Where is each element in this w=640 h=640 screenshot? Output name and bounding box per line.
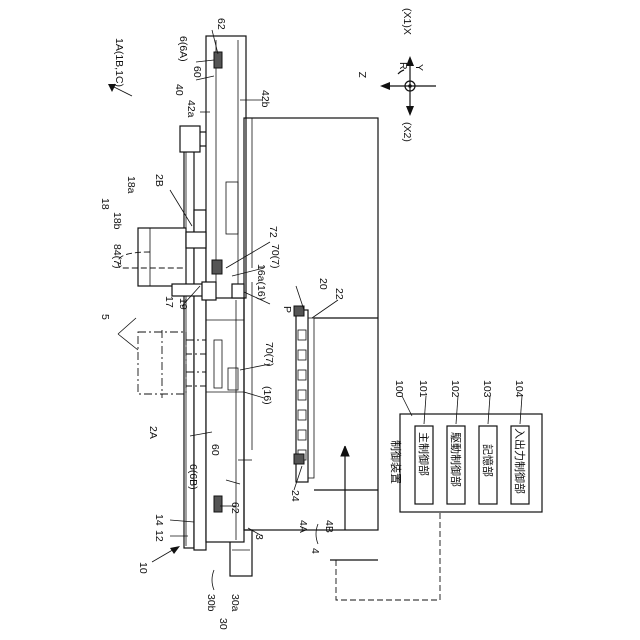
- label-62-bottom: 62: [229, 502, 241, 514]
- label-18b: 18b: [111, 212, 123, 230]
- unit-101-label: 主制御部: [417, 432, 431, 476]
- axis-z: Z: [357, 71, 369, 78]
- label-22: 22: [333, 288, 345, 300]
- axis-indicator: Z R Y (X1)X (X2): [357, 8, 436, 142]
- unit-104-label: 入出力制御部: [513, 428, 527, 494]
- axis-x1: (X1)X: [401, 8, 413, 35]
- unit-100-ref: 100: [393, 380, 405, 398]
- unit-101-ref: 101: [417, 380, 429, 398]
- label-6B: 6(6B): [187, 464, 199, 490]
- label-20: 20: [317, 278, 329, 290]
- label-10: 10: [137, 562, 149, 574]
- label-3: 3: [253, 534, 265, 540]
- label-60-top: 60: [191, 66, 203, 78]
- label-4: 4: [309, 548, 321, 554]
- label-84: 84(7): [111, 244, 123, 269]
- label-5: 5: [99, 314, 111, 320]
- label-2B: 2B: [153, 174, 165, 187]
- label-60-bottom: 60: [209, 444, 221, 456]
- label-72: 72: [267, 226, 279, 238]
- unit-102-ref: 102: [449, 380, 461, 398]
- label-16: (16): [261, 386, 273, 405]
- label-30: 30: [217, 618, 229, 630]
- label-4A: 4A: [297, 520, 309, 533]
- label-42b: 42b: [259, 90, 271, 108]
- label-1A: 1A(1B,1C): [113, 38, 125, 87]
- unit-102-label: 駆動制御部: [449, 432, 463, 487]
- label-18: 18: [99, 198, 111, 210]
- label-70-mid: 70(7): [263, 342, 275, 367]
- unit-103-ref: 103: [481, 380, 493, 398]
- axis-x2: (X2): [401, 122, 413, 142]
- label-42a: 42a: [185, 100, 197, 118]
- label-30a: 30a: [229, 594, 241, 612]
- axis-y: Y: [413, 64, 425, 71]
- label-19: 19: [177, 298, 189, 310]
- label-18a: 18a: [125, 176, 137, 194]
- controller-title: 制御装置: [389, 440, 403, 484]
- label-62-top: 62: [215, 18, 227, 30]
- label-30b: 30b: [205, 594, 217, 612]
- label-17: 17: [163, 296, 175, 308]
- unit-104-ref: 104: [513, 380, 525, 398]
- label-2A: 2A: [147, 426, 159, 439]
- label-12: 12: [153, 530, 165, 542]
- unit-103-label: 記憶部: [481, 444, 495, 477]
- label-16a: 16a(16): [255, 264, 267, 300]
- axis-r: R: [397, 62, 409, 70]
- machine-structure: [118, 36, 378, 576]
- label-P: P: [281, 306, 293, 313]
- label-14: 14: [153, 514, 165, 526]
- controller-block: 制御装置 主制御部 駆動制御部 記憶部 入出力制御部 100 101 102 1…: [389, 380, 542, 512]
- label-24: 24: [289, 490, 301, 502]
- label-6A: 6(6A): [177, 36, 189, 62]
- label-40: 40: [173, 84, 185, 96]
- label-4B: 4B: [323, 520, 335, 533]
- label-70-top: 70(7): [269, 244, 281, 269]
